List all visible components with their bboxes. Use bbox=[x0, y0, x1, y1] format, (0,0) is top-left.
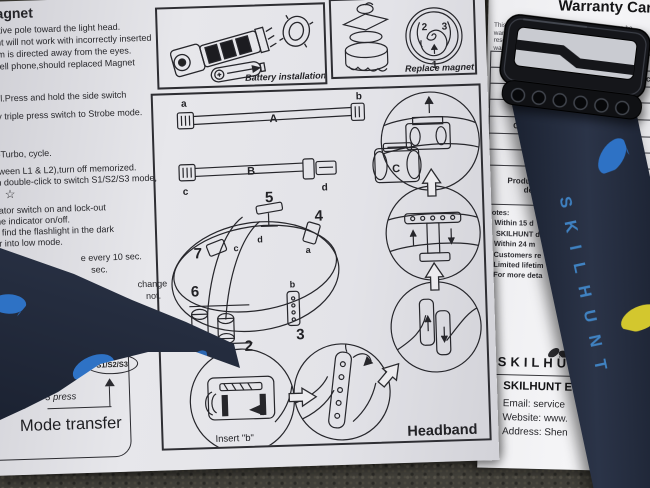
section-heading: magnet bbox=[0, 4, 34, 23]
tailcap-drawing bbox=[279, 14, 314, 48]
manual-line: sec. bbox=[90, 264, 108, 275]
manual-line: or Cell phone,should replaced Magnet bbox=[0, 57, 135, 72]
headband-caption: Headband bbox=[407, 422, 478, 440]
callout-5: 5 bbox=[265, 189, 274, 206]
company-name: SKILHUNT E bbox=[503, 380, 573, 394]
battery-drawing bbox=[210, 61, 267, 83]
battery-installation-diagram: Battery installation bbox=[169, 14, 327, 83]
battery-installation-box: Battery installation bbox=[154, 2, 328, 90]
flashlight-drawing bbox=[169, 26, 277, 78]
mode-transfer-title: Mode transfer bbox=[19, 413, 123, 436]
battery-caption: Battery installation bbox=[245, 70, 325, 83]
callout-c: c bbox=[233, 243, 238, 253]
magnet-caption: Replace magnet bbox=[405, 62, 475, 74]
callout-7: 7 bbox=[193, 245, 202, 262]
manual-line: ry! bbox=[110, 305, 123, 317]
magnet-num-3: 3 bbox=[442, 21, 448, 32]
label-end-d: d bbox=[322, 182, 328, 193]
insert-b-caption: Insert "b" bbox=[215, 433, 254, 445]
strap-buckle bbox=[493, 9, 650, 123]
manual-line: e every 10 sec. bbox=[80, 251, 142, 264]
callout-b: b bbox=[290, 279, 296, 289]
label-strap-b: B bbox=[247, 166, 255, 178]
company-email: Email: service bbox=[502, 398, 566, 411]
magnet-num-1: 1 bbox=[432, 60, 438, 71]
label-end-c: c bbox=[183, 187, 189, 198]
warranty-card-title: Warranty Card bbox=[558, 0, 650, 17]
press-label: 3 press bbox=[44, 391, 77, 404]
instruction-sheet: magnet positive pole toward the light he… bbox=[0, 0, 500, 476]
buckle-drawing bbox=[499, 14, 650, 120]
callout-6: 6 bbox=[191, 283, 200, 300]
headband-diagram: a b A c B d C 5 d 4 a 7 c 6 b 3 1 2 Inse… bbox=[171, 91, 482, 454]
manual-line: nst. bbox=[90, 298, 105, 309]
replace-magnet-diagram: 2 3 1 Replace magnet bbox=[341, 2, 475, 74]
callout-1: 1 bbox=[172, 330, 181, 347]
callout-d: d bbox=[257, 234, 263, 244]
manual-line: igh-Turbo, cycle. bbox=[0, 147, 52, 161]
callout-2: 2 bbox=[244, 338, 253, 355]
arrow-up-icon bbox=[104, 378, 115, 387]
replace-magnet-box: 2 3 1 Replace magnet bbox=[328, 0, 478, 80]
callout-a: a bbox=[305, 245, 311, 255]
company-address: Address: Shen bbox=[501, 426, 568, 439]
callout-3: 3 bbox=[296, 326, 305, 343]
magnet-num-2: 2 bbox=[422, 22, 428, 33]
star-icon: ☆ bbox=[4, 187, 16, 202]
manual-line: ickly triple press switch to Strobe mode… bbox=[0, 107, 143, 122]
headband-box: a b A c B d C 5 d 4 a 7 c 6 b 3 1 2 Inse… bbox=[150, 83, 492, 454]
manual-line: er into low mode. bbox=[0, 236, 63, 249]
manual-line: find the flashlight in the dark bbox=[1, 224, 115, 238]
label-strap-a: A bbox=[269, 113, 277, 125]
label-end-a: a bbox=[181, 99, 187, 110]
callout-4: 4 bbox=[314, 207, 324, 224]
company-website: Website: www. bbox=[502, 412, 568, 425]
label-bracket-c: C bbox=[392, 163, 400, 175]
manual-line: level.Press and hold the side switch bbox=[0, 89, 127, 105]
mode-oval-s1s2s3: S1/S2/S3 bbox=[85, 353, 139, 375]
label-end-b: b bbox=[356, 91, 362, 102]
